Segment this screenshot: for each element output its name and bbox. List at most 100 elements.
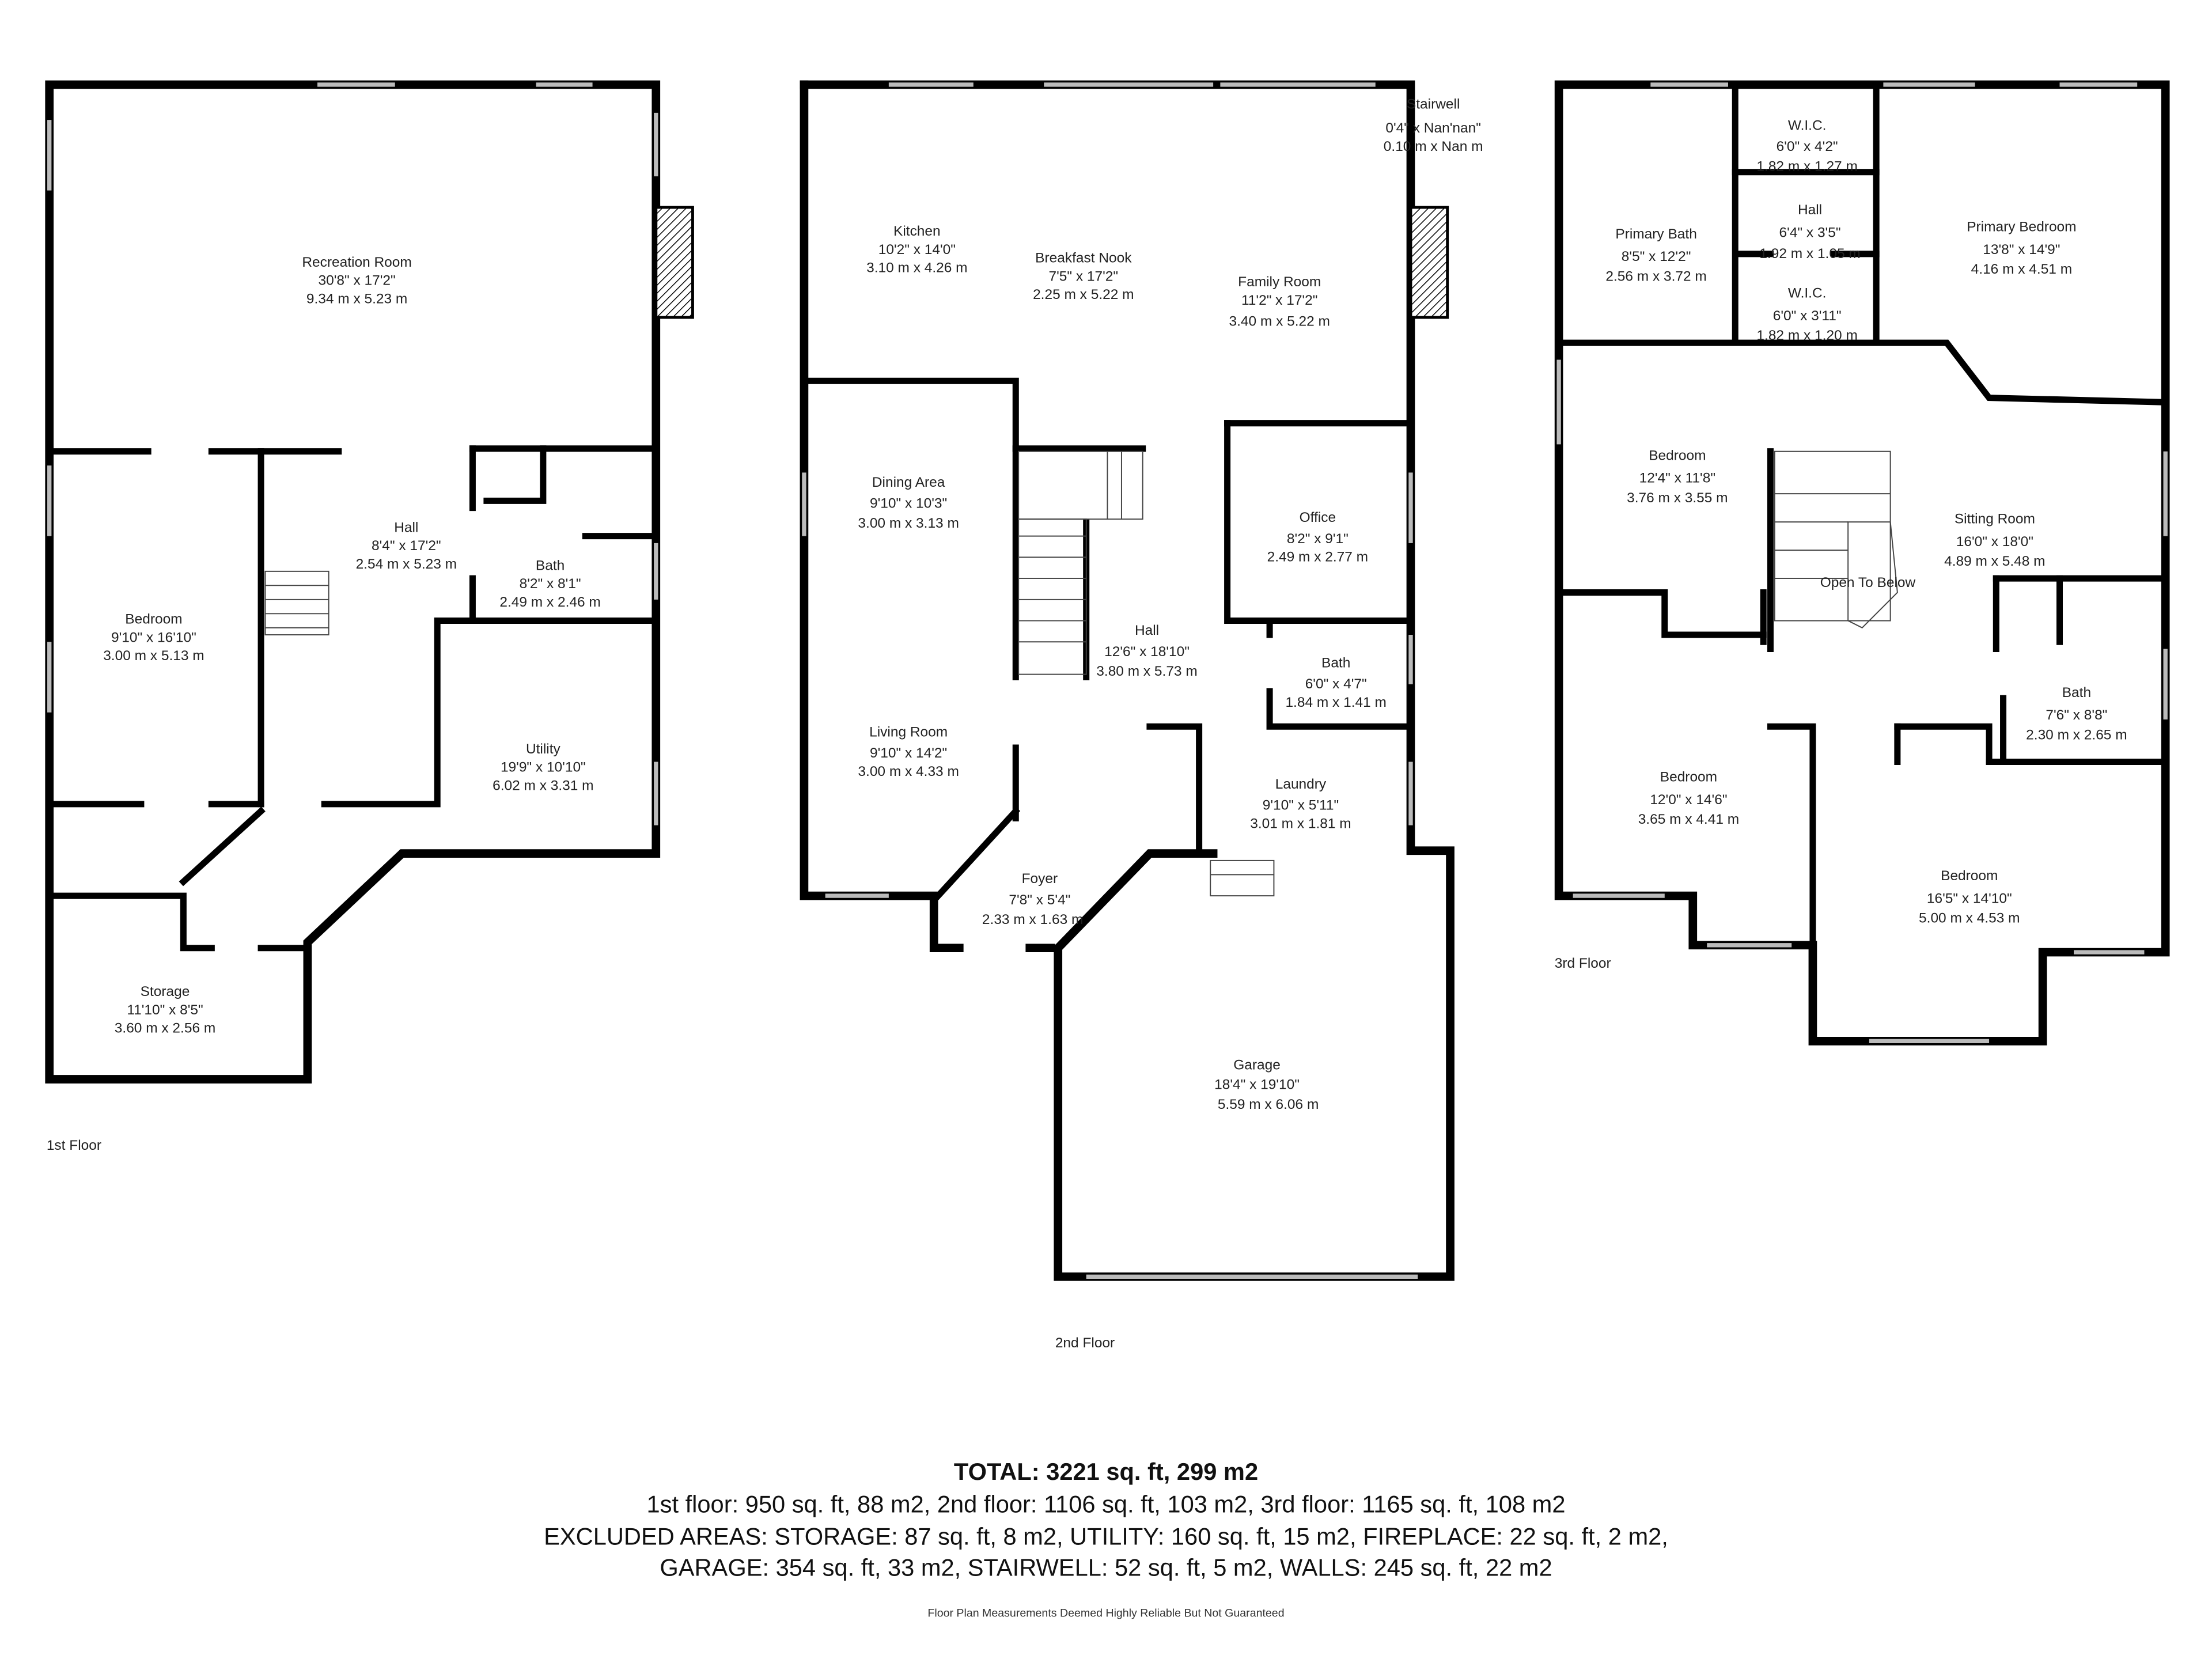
first-floor-plan: [45, 80, 694, 1084]
svg-text:Hall: Hall: [1798, 202, 1822, 218]
svg-text:Bath: Bath: [536, 558, 565, 573]
fireplace: [654, 206, 694, 319]
svg-text:6'4" x 3'5": 6'4" x 3'5": [1779, 225, 1841, 240]
svg-text:Bath: Bath: [2062, 685, 2091, 700]
svg-text:Hall: Hall: [394, 520, 418, 535]
svg-text:Stairwell: Stairwell: [1407, 97, 1460, 112]
svg-text:Primary Bedroom: Primary Bedroom: [1967, 219, 2076, 235]
svg-text:16'5" x 14'10": 16'5" x 14'10": [1927, 891, 2012, 906]
third-floor-plan: [1554, 80, 2170, 1046]
svg-text:W.I.C.: W.I.C.: [1788, 118, 1827, 133]
svg-text:3.00 m x 3.13 m: 3.00 m x 3.13 m: [858, 516, 959, 531]
svg-text:10'2" x 14'0": 10'2" x 14'0": [878, 242, 956, 257]
disclaimer: Floor Plan Measurements Deemed Highly Re…: [927, 1607, 1284, 1620]
svg-text:1.82 m x 1.27 m: 1.82 m x 1.27 m: [1756, 158, 1857, 174]
svg-text:16'0" x 18'0": 16'0" x 18'0": [1956, 534, 2033, 550]
excluded-areas-2: GARAGE: 354 sq. ft, 33 m2, STAIRWELL: 52…: [660, 1554, 1552, 1581]
svg-text:Recreation Room: Recreation Room: [302, 255, 411, 270]
svg-text:3.80 m x 5.73 m: 3.80 m x 5.73 m: [1096, 664, 1197, 679]
room-label-hall: Hall 12'6" x 18'10" 3.80 m x 5.73 m: [1096, 623, 1197, 679]
svg-text:3.65 m x 4.41 m: 3.65 m x 4.41 m: [1638, 812, 1739, 827]
svg-text:Family Room: Family Room: [1238, 274, 1321, 290]
svg-text:Bedroom: Bedroom: [1941, 868, 1998, 884]
svg-text:6'0" x 4'2": 6'0" x 4'2": [1777, 139, 1838, 154]
svg-text:2.30 m x 2.65 m: 2.30 m x 2.65 m: [2026, 727, 2127, 743]
interior-walls: [1555, 81, 2162, 949]
svg-text:Hall: Hall: [1135, 623, 1159, 638]
excluded-areas-1: EXCLUDED AREAS: STORAGE: 87 sq. ft, 8 m2…: [544, 1523, 1668, 1550]
svg-text:0'4" x Nan'nan": 0'4" x Nan'nan": [1385, 120, 1480, 136]
room-label-office: Office 8'2" x 9'1" 2.49 m x 2.77 m: [1267, 510, 1368, 565]
svg-text:8'5" x 12'2": 8'5" x 12'2": [1622, 249, 1691, 264]
svg-text:Dining Area: Dining Area: [872, 475, 945, 490]
svg-text:4.16 m x 4.51 m: 4.16 m x 4.51 m: [1971, 262, 2072, 277]
floor-label-2nd: 2nd Floor: [1055, 1335, 1115, 1351]
svg-text:2.49 m x 2.77 m: 2.49 m x 2.77 m: [1267, 550, 1368, 565]
svg-text:13'8" x 14'9": 13'8" x 14'9": [1983, 242, 2060, 257]
svg-text:8'2" x 8'1": 8'2" x 8'1": [520, 576, 581, 592]
svg-text:2.25 m x 5.22 m: 2.25 m x 5.22 m: [1033, 287, 1134, 302]
svg-text:4.89 m x 5.48 m: 4.89 m x 5.48 m: [1944, 554, 2045, 569]
svg-text:3.01 m x 1.81 m: 3.01 m x 1.81 m: [1250, 816, 1351, 832]
room-label-primary-bedroom: Primary Bedroom 13'8" x 14'9" 4.16 m x 4.5…: [1967, 219, 2076, 277]
open-to-below-label: Open To Below: [1820, 575, 1916, 590]
svg-text:Office: Office: [1300, 510, 1336, 525]
total-area: TOTAL: 3221 sq. ft, 299 m2: [954, 1458, 1258, 1485]
svg-text:11'10" x 8'5": 11'10" x 8'5": [127, 1002, 203, 1018]
svg-text:Storage: Storage: [141, 984, 190, 999]
svg-text:6'0" x 3'11": 6'0" x 3'11": [1773, 308, 1842, 324]
svg-text:Laundry: Laundry: [1275, 777, 1327, 792]
svg-text:9'10" x 16'10": 9'10" x 16'10": [111, 630, 196, 645]
svg-text:2.33 m x 1.63 m: 2.33 m x 1.63 m: [982, 912, 1083, 927]
svg-text:2.56 m x 3.72 m: 2.56 m x 3.72 m: [1605, 268, 1706, 284]
svg-text:1.92 m x 1.05 m: 1.92 m x 1.05 m: [1759, 246, 1860, 262]
room-label-hall: Hall 6'4" x 3'5" 1.92 m x 1.05 m: [1759, 202, 1860, 262]
svg-text:12'4" x 11'8": 12'4" x 11'8": [1639, 471, 1715, 486]
svg-text:Utility: Utility: [526, 741, 561, 757]
svg-text:12'0" x 14'6": 12'0" x 14'6": [1650, 792, 1727, 808]
staircase: [1018, 450, 1275, 897]
svg-text:11'2" x 17'2": 11'2" x 17'2": [1241, 293, 1317, 308]
svg-text:Breakfast Nook: Breakfast Nook: [1035, 251, 1132, 266]
fireplace: [1409, 206, 1449, 319]
svg-text:3.00 m x 4.33 m: 3.00 m x 4.33 m: [858, 764, 959, 779]
svg-text:18'4" x 19'10": 18'4" x 19'10": [1214, 1077, 1300, 1093]
svg-text:30'8" x 17'2": 30'8" x 17'2": [318, 273, 395, 289]
svg-text:8'2" x 9'1": 8'2" x 9'1": [1287, 531, 1349, 547]
second-floor-plan: [800, 80, 1455, 1281]
svg-text:6.02 m x 3.31 m: 6.02 m x 3.31 m: [493, 778, 593, 793]
svg-text:Bedroom: Bedroom: [1649, 448, 1706, 463]
interior-walls: [46, 445, 660, 952]
svg-text:12'6" x 18'10": 12'6" x 18'10": [1104, 644, 1190, 660]
svg-text:3.60 m x 2.56 m: 3.60 m x 2.56 m: [115, 1021, 215, 1036]
svg-text:Living Room: Living Room: [869, 724, 948, 740]
floor-label-1st: 1st Floor: [47, 1138, 101, 1153]
exterior-wall: [800, 80, 1455, 1281]
svg-text:9'10" x 5'11": 9'10" x 5'11": [1263, 798, 1339, 813]
svg-text:Bedroom: Bedroom: [125, 611, 182, 627]
svg-text:5.00 m x 4.53 m: 5.00 m x 4.53 m: [1919, 911, 2020, 926]
svg-text:Foyer: Foyer: [1022, 871, 1058, 887]
staircase: [264, 570, 329, 636]
svg-text:2.54 m x 5.23 m: 2.54 m x 5.23 m: [356, 556, 457, 572]
